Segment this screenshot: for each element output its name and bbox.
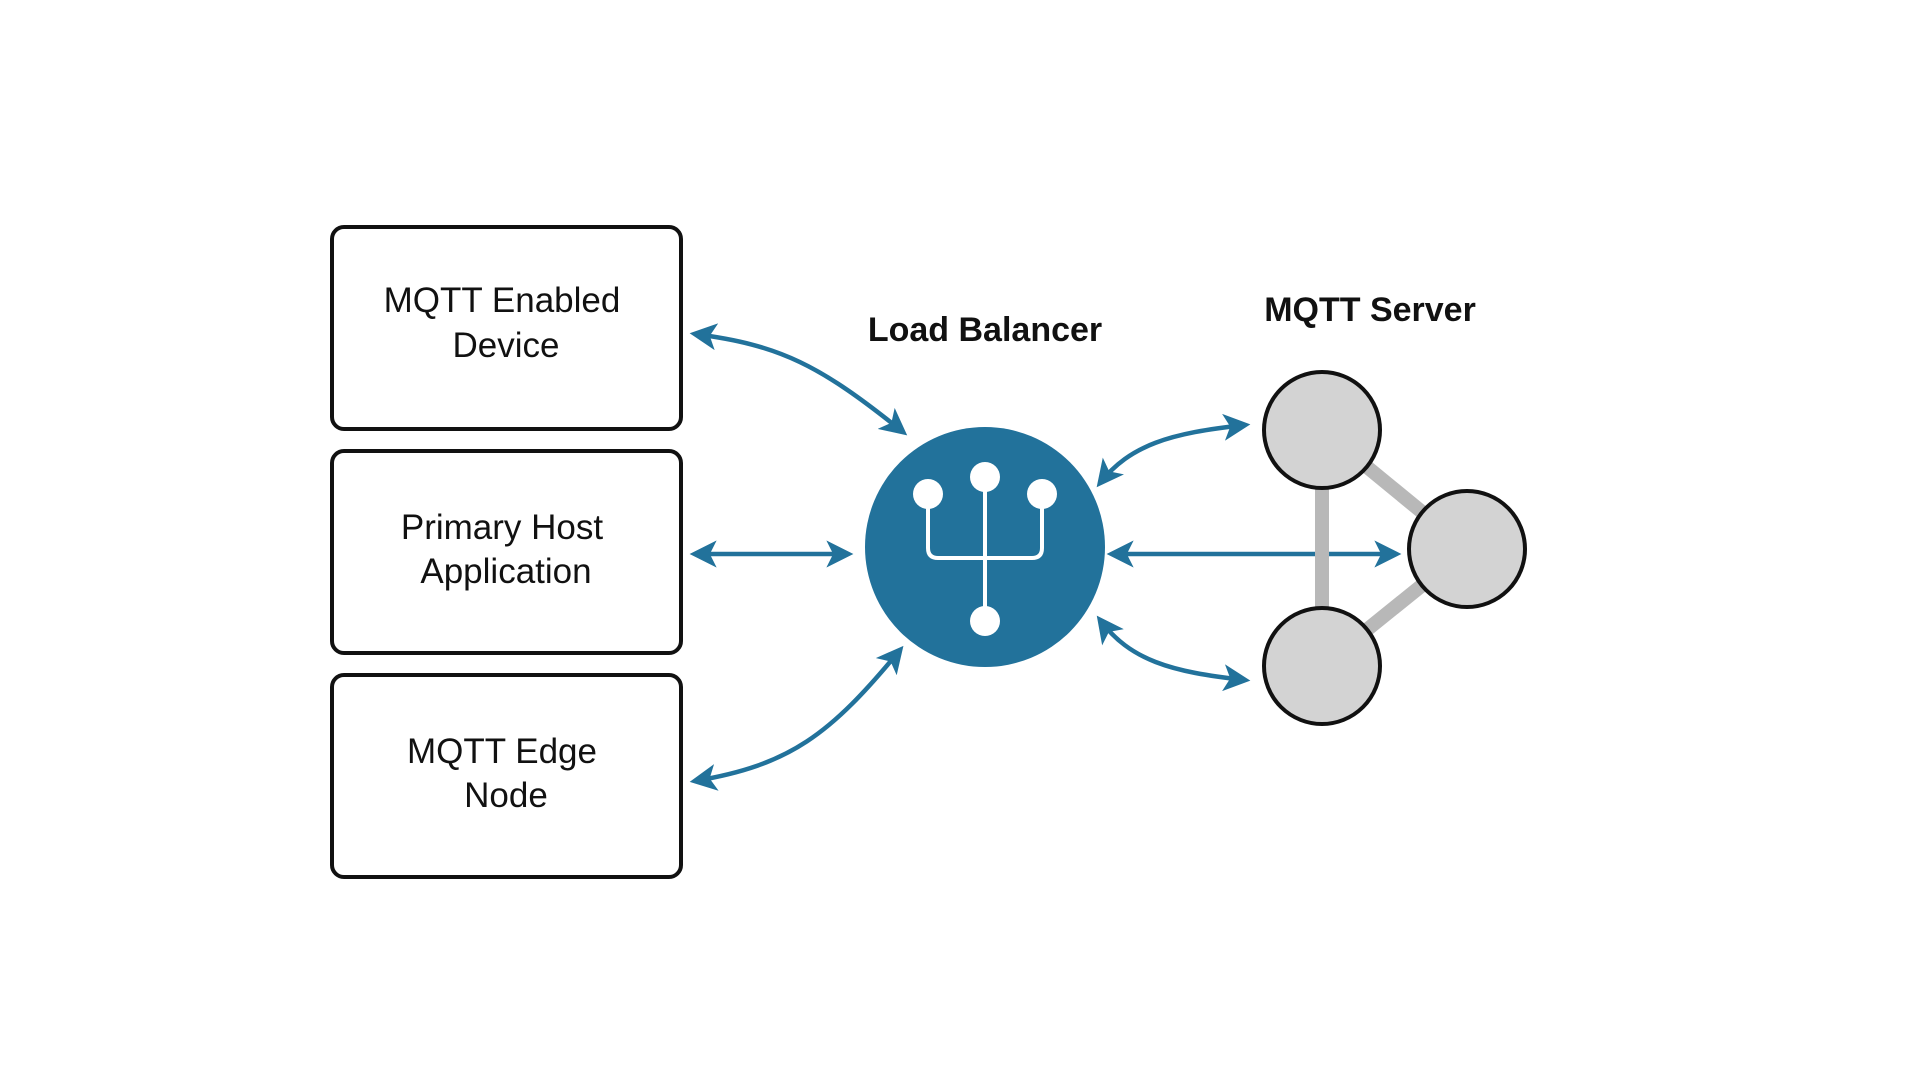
client-box-mqtt-enabled-device: MQTT Enabled Device	[330, 225, 683, 431]
load-balancer-label: Load Balancer	[868, 311, 1102, 349]
client-label-line: MQTT Edge	[407, 732, 597, 771]
arrow-device-to-load-balancer	[689, 323, 908, 436]
server-node	[1407, 489, 1527, 609]
fork-icon	[926, 482, 1044, 620]
mqtt-server-cluster	[1262, 370, 1527, 726]
server-node	[1262, 606, 1382, 726]
client-label-line: MQTT Enabled	[384, 281, 621, 320]
arrow-load-balancer-to-server-bottom	[1096, 615, 1251, 692]
client-box-mqtt-edge-node: MQTT Edge Node	[330, 673, 683, 879]
arrow-edge-node-to-load-balancer	[689, 645, 904, 791]
client-box-primary-host-application: Primary Host Application	[330, 449, 683, 655]
load-balancer-node	[865, 427, 1105, 667]
mqtt-server-label: MQTT Server	[1264, 291, 1476, 329]
client-label-line: Device	[453, 326, 560, 365]
arrow-load-balancer-to-server-top	[1096, 413, 1251, 488]
client-label-line: Application	[420, 552, 591, 591]
client-label-line: Primary Host	[401, 508, 604, 547]
server-node	[1262, 370, 1382, 490]
client-label-line: Node	[464, 776, 548, 815]
